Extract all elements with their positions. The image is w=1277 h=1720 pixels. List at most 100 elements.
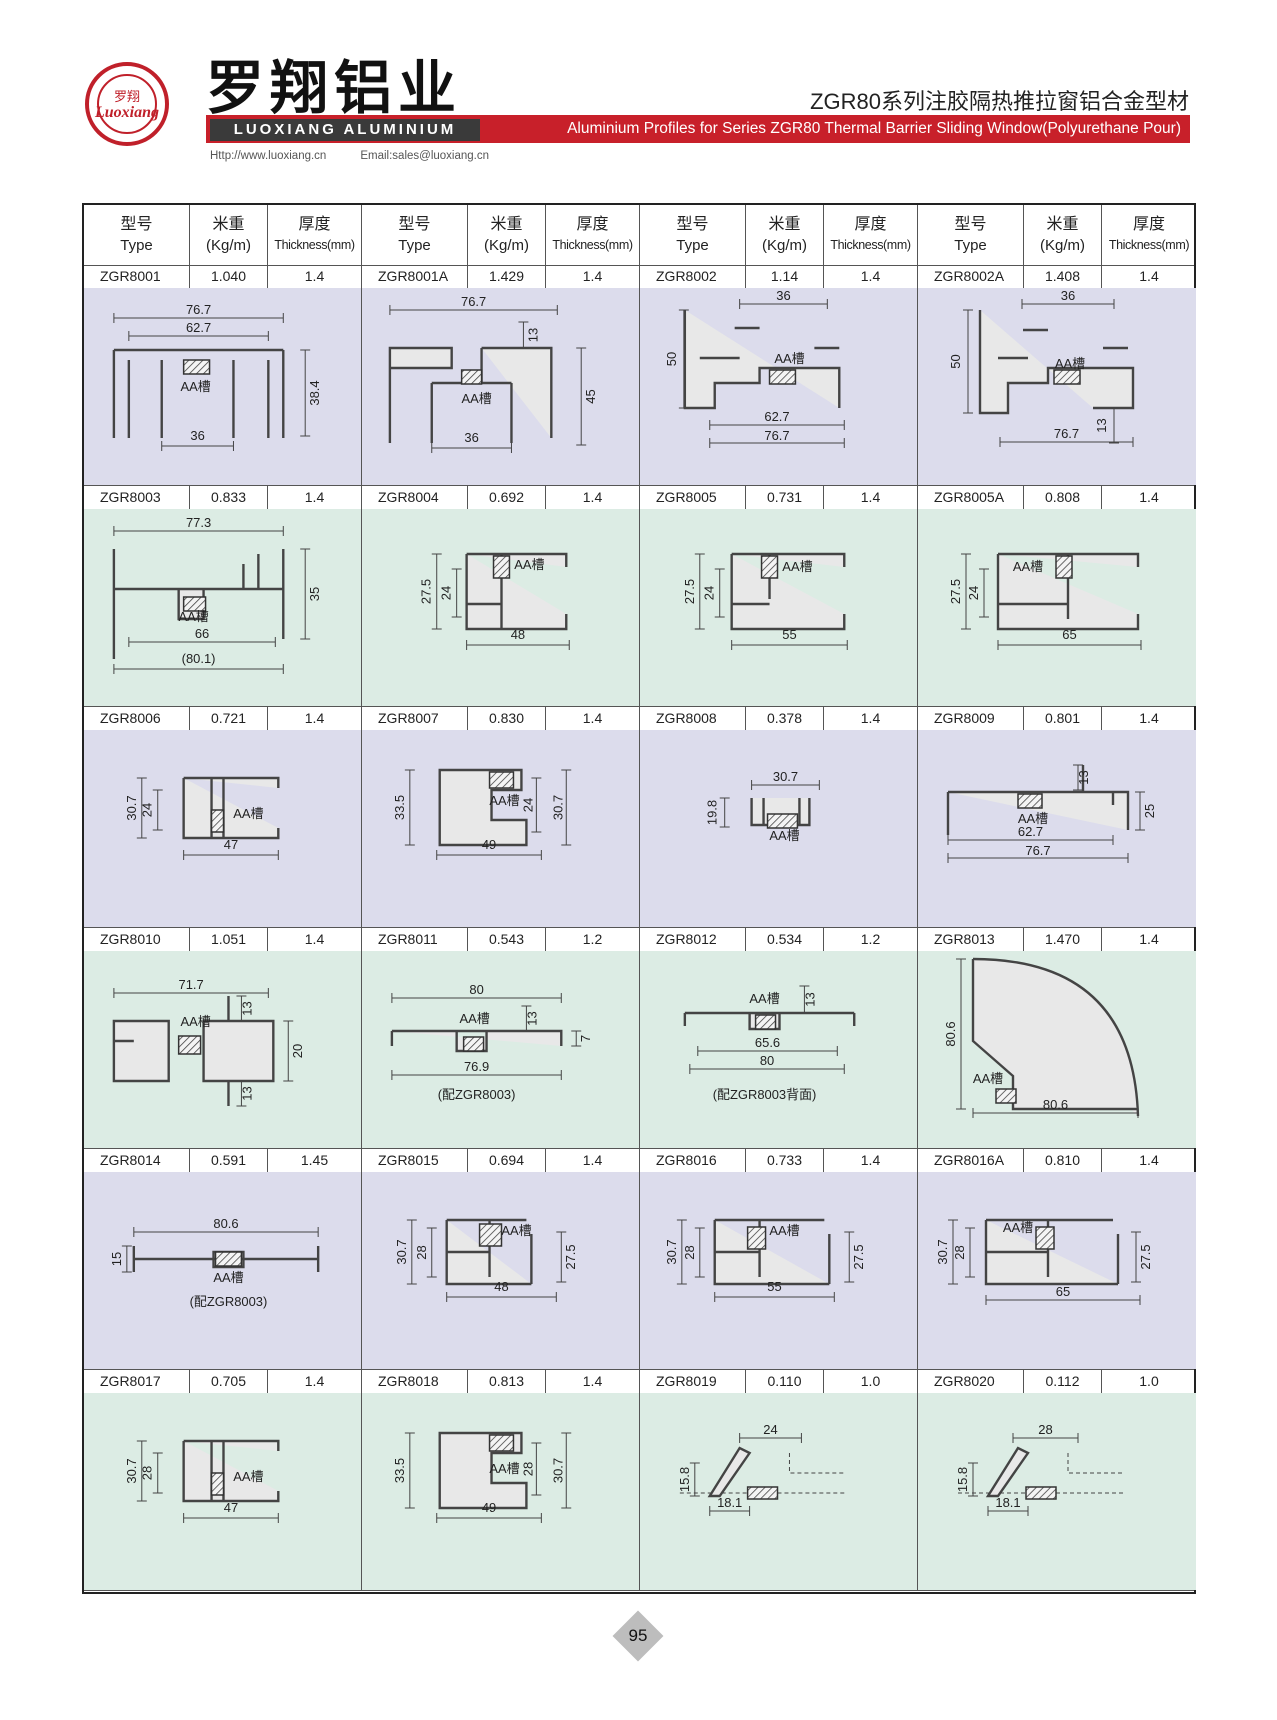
- dimension-label: 36: [1061, 288, 1075, 303]
- dimension-label: 36: [776, 288, 790, 303]
- dimension-label: 30.7: [124, 1458, 139, 1483]
- dimension-label: 15.8: [955, 1467, 970, 1492]
- dimension-label: 36: [464, 430, 478, 445]
- thermal-break-strip: [766, 813, 799, 829]
- aa-slot-label: AA槽: [459, 1011, 489, 1026]
- aa-slot-label: AA槽: [749, 991, 779, 1006]
- thermal-break-strip: [182, 596, 207, 612]
- profile-thickness-cell: 1.4: [546, 1149, 640, 1172]
- dimension-label: 35: [307, 587, 322, 601]
- profile-weight-cell: 0.731: [746, 486, 824, 509]
- aa-slot-label: AA槽: [233, 806, 263, 821]
- profile-type-cell: ZGR8012: [640, 928, 746, 951]
- dimension-label: 33.5: [392, 795, 407, 820]
- aa-slot-label: AA槽: [178, 609, 208, 624]
- header-label-cn: 型号: [398, 216, 431, 233]
- header-label-cn: 厚度: [298, 216, 331, 233]
- dimension-label: 24: [140, 803, 155, 817]
- brand-name-english: LUOXIANG ALUMINIUM: [210, 119, 480, 141]
- profile-outline: [112, 996, 275, 1106]
- profile-weight-cell: 1.040: [190, 265, 268, 288]
- company-logo: 罗翔 Luoxiang: [85, 62, 169, 146]
- dimension-label: 24: [702, 586, 717, 600]
- dimension-label: 27.5: [1138, 1244, 1153, 1269]
- profile-thickness-cell: 1.4: [1139, 489, 1159, 505]
- profile-type-cell: ZGR8001: [84, 265, 190, 288]
- aa-slot-label: AA槽: [769, 828, 799, 843]
- profile-outline: [182, 776, 280, 840]
- profile-type-cell: ZGR8014: [84, 1149, 190, 1172]
- profile-outline: [730, 552, 846, 631]
- profile-type-cell: ZGR8007: [362, 707, 468, 730]
- email-link[interactable]: Email:sales@luoxiang.cn: [360, 150, 489, 162]
- profile-thickness-cell: 1.4: [546, 1370, 640, 1393]
- header-label-en: Type: [954, 237, 987, 254]
- profile-type-cell: ZGR8006: [84, 707, 190, 730]
- profile-type-cell: ZGR8016A: [918, 1149, 1024, 1172]
- logo-chinese-text: 罗翔: [113, 90, 140, 105]
- header-cell-weight: 米重(Kg/m): [468, 205, 546, 265]
- profile-thickness-cell: 1.4: [1139, 1152, 1159, 1168]
- aa-slot-label: AA槽: [514, 557, 544, 572]
- profile-type-cell: ZGR8017: [84, 1370, 190, 1393]
- dimension-label: 71.7: [179, 977, 204, 992]
- thermal-break-strip: [492, 555, 511, 579]
- dimension-label: 13: [239, 1001, 254, 1015]
- thermal-break-strip: [760, 555, 779, 579]
- aa-slot-label: AA槽: [489, 1461, 519, 1476]
- dimension-label: 36: [190, 428, 204, 443]
- dimension-label: 30.7: [664, 1239, 679, 1264]
- profile-outline: [465, 552, 568, 631]
- website-link[interactable]: Http://www.luoxiang.cn: [210, 150, 327, 162]
- dimension-label: 55: [767, 1279, 781, 1294]
- header-label-en: (Kg/m): [762, 237, 807, 254]
- aa-slot-label: AA槽: [1003, 1220, 1033, 1235]
- dimension-label: 28: [952, 1245, 967, 1259]
- profile-weight-cell: 0.808: [1024, 486, 1102, 509]
- logo-script-text: Luoxiang: [94, 104, 159, 121]
- dimension-label: 47: [224, 1500, 238, 1515]
- profile-outline: [112, 348, 285, 438]
- profile-thickness-cell: 1.4: [546, 486, 640, 509]
- header-label-en: Type: [676, 237, 709, 254]
- header-label-cn: 米重: [1046, 216, 1079, 233]
- profile-outline: [707, 1446, 752, 1498]
- mating-profile: [679, 1453, 845, 1494]
- profile-outline: [971, 959, 1138, 1111]
- dimension-label: 76.7: [461, 294, 486, 309]
- header-label-cn: 米重: [768, 216, 801, 233]
- header-cell-weight: 米重(Kg/m): [1024, 205, 1102, 265]
- profile-type-cell: ZGR8013: [918, 928, 1024, 951]
- dimension-label: 18.1: [717, 1495, 742, 1510]
- thermal-break-strip: [460, 369, 483, 385]
